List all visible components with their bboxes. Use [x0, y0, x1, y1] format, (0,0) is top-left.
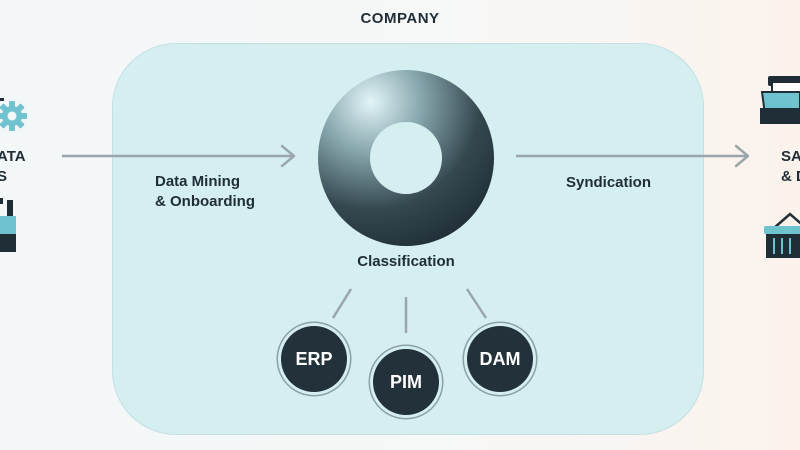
left-label-line2: S: [0, 168, 8, 185]
folder-icon: [760, 76, 800, 124]
incoming-edge-label: Data Mining & Onboarding: [155, 172, 255, 212]
incoming-edge-line1: Data Mining: [155, 173, 240, 190]
incoming-edge-line2: & Onboarding: [155, 193, 255, 210]
right-label: SA & D: [781, 147, 800, 187]
outgoing-edge-label: Syndication: [566, 174, 652, 191]
connector-dam: [465, 288, 488, 319]
left-label: ATA S: [0, 147, 26, 187]
donut-icon: [318, 70, 495, 246]
tick-mark-icon: [0, 98, 4, 101]
node-erp-label: ERP: [295, 348, 333, 369]
node-erp: ERP: [281, 326, 347, 392]
gear-icon: [0, 101, 27, 131]
node-pim: PIM: [373, 349, 439, 415]
node-pim-label: PIM: [389, 371, 422, 392]
center-label: Classification: [357, 253, 455, 270]
outgoing-arrow: [516, 144, 750, 168]
basket-icon: [764, 212, 800, 258]
factory-icon: [0, 198, 16, 252]
connector-erp: [331, 288, 353, 319]
diagram-title: COMPANY: [360, 10, 440, 27]
right-label-line1: SA: [781, 148, 800, 165]
node-dam-label: DAM: [479, 348, 521, 369]
incoming-arrow: [62, 144, 296, 168]
right-label-line2: & D: [781, 168, 800, 185]
node-dam: DAM: [467, 326, 533, 392]
left-label-line1: ATA: [0, 148, 26, 165]
